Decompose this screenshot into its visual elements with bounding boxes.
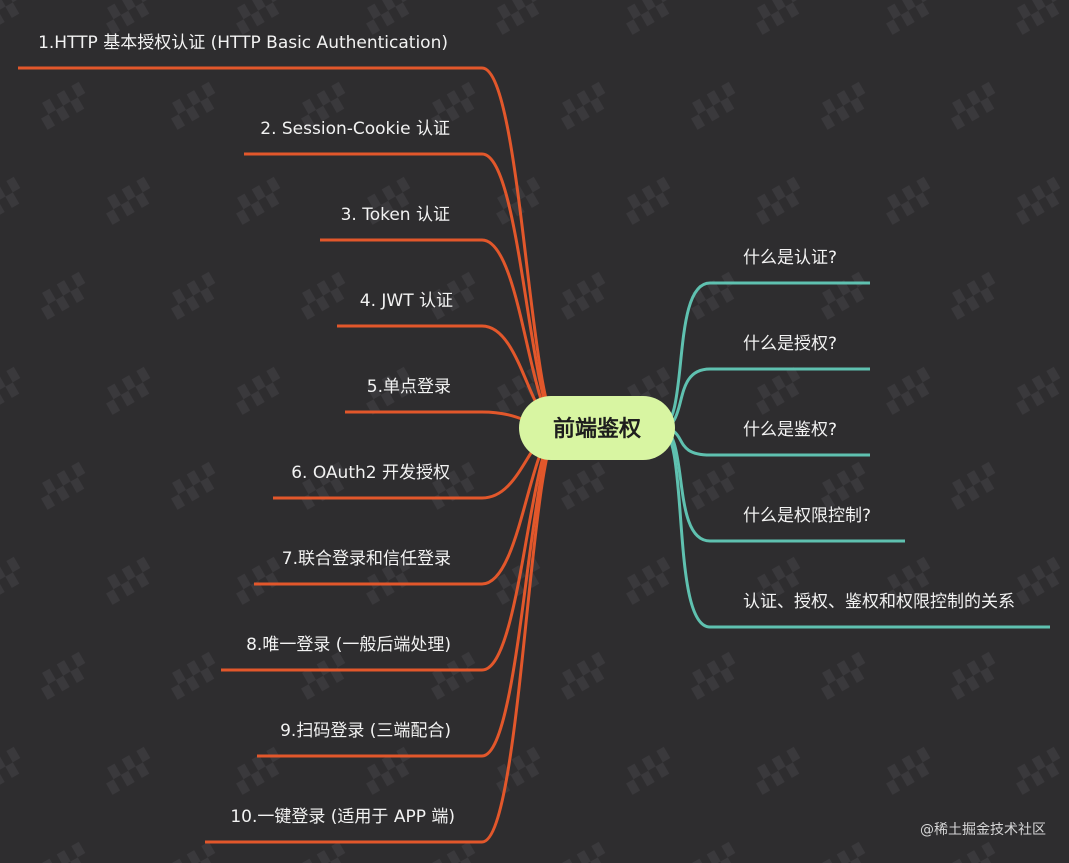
background-pattern-mark: ▞▞▞ (0, 556, 28, 606)
background-pattern-mark: ▞▞▞ (99, 366, 158, 416)
right-branch-lines (659, 281, 1050, 629)
background-pattern-mark: ▞▞▞ (164, 271, 223, 321)
right-branch-label[interactable]: 认证、授权、鉴权和权限控制的关系 (743, 592, 1015, 612)
background-pattern-mark: ▞▞▞ (229, 0, 288, 36)
background-pattern-mark: ▞▞▞ (229, 366, 288, 416)
background-pattern-mark: ▞▞▞ (424, 651, 483, 701)
background-pattern-mark: ▞▞▞ (619, 176, 678, 226)
background-pattern-mark: ▞▞▞ (619, 746, 678, 796)
background-pattern-mark: ▞▞▞ (99, 746, 158, 796)
right-branch-label[interactable]: 什么是授权? (743, 334, 837, 354)
background-pattern-mark: ▞▞▞ (164, 651, 223, 701)
right-branch-nodes: 什么是认证? 什么是授权? 什么是鉴权? 什么是权限控制? 认证、授权、鉴权和权限控制的… (743, 248, 1015, 612)
watermark-text: @稀土掘金技术社区 (920, 822, 1046, 838)
left-branch-label[interactable]: 5.单点登录 (367, 377, 451, 397)
root-node-shape (519, 396, 675, 460)
background-pattern-mark: ▞▞▞ (489, 0, 548, 36)
background-pattern-mark: ▞▞▞ (879, 746, 938, 796)
background-pattern-mark: ▞▞▞ (34, 461, 93, 511)
background-pattern-mark: ▞▞▞ (814, 461, 873, 511)
root-node-label: 前端鉴权 (553, 416, 642, 442)
background-pattern-mark: ▞▞▞ (1009, 746, 1068, 796)
background-pattern-mark: ▞▞▞ (34, 81, 93, 131)
background-pattern-mark: ▞▞▞ (1009, 556, 1068, 606)
background-pattern-mark: ▞▞▞ (554, 81, 613, 131)
left-branch-label[interactable]: 9.扫码登录 (三端配合) (280, 721, 451, 741)
background-pattern-mark: ▞▞▞ (1009, 366, 1068, 416)
background-pattern-mark: ▞▞▞ (1009, 176, 1068, 226)
background-pattern-mark: ▞▞▞ (554, 461, 613, 511)
background-pattern-mark: ▞▞▞ (229, 176, 288, 226)
background-pattern-mark: ▞▞▞ (164, 461, 223, 511)
background-pattern-mark: ▞▞▞ (879, 176, 938, 226)
right-branch-label[interactable]: 什么是权限控制? (743, 506, 871, 526)
background-pattern-mark: ▞▞▞ (944, 81, 1003, 131)
background-pattern-mark: ▞▞▞ (619, 556, 678, 606)
background-pattern-mark: ▞▞▞ (684, 841, 743, 863)
background-pattern-mark: ▞▞▞ (34, 651, 93, 701)
left-branch-label[interactable]: 1.HTTP 基本授权认证 (HTTP Basic Authentication… (38, 33, 448, 53)
left-branch-label[interactable]: 3. Token 认证 (341, 205, 450, 225)
background-pattern-mark: ▞▞▞ (944, 651, 1003, 701)
background-pattern-mark: ▞▞▞ (684, 461, 743, 511)
background-pattern-mark: ▞▞▞ (424, 841, 483, 863)
background-pattern-mark: ▞▞▞ (879, 0, 938, 36)
background-pattern-mark: ▞▞▞ (294, 271, 353, 321)
background-pattern-mark: ▞▞▞ (359, 746, 418, 796)
background-pattern-mark: ▞▞▞ (554, 271, 613, 321)
background-pattern-mark: ▞▞▞ (229, 556, 288, 606)
background-pattern-mark: ▞▞▞ (229, 746, 288, 796)
background-pattern-mark: ▞▞▞ (359, 0, 418, 36)
background-pattern-mark: ▞▞▞ (489, 746, 548, 796)
background-pattern-mark: ▞▞▞ (0, 176, 28, 226)
left-branch-label[interactable]: 6. OAuth2 开发授权 (291, 463, 450, 483)
left-branch-label[interactable]: 7.联合登录和信任登录 (282, 549, 451, 569)
background-pattern-mark: ▞▞▞ (0, 746, 28, 796)
background-pattern-mark: ▞▞▞ (99, 176, 158, 226)
background-pattern-mark: ▞▞▞ (944, 461, 1003, 511)
background-pattern-mark: ▞▞▞ (684, 651, 743, 701)
background-pattern-mark: ▞▞▞ (749, 176, 808, 226)
background-pattern-mark: ▞▞▞ (99, 556, 158, 606)
background-pattern-mark: ▞▞▞ (944, 841, 1003, 863)
root-node[interactable]: 前端鉴权 (519, 396, 675, 460)
background-pattern-mark: ▞▞▞ (814, 841, 873, 863)
left-branch-label[interactable]: 10.一键登录 (适用于 APP 端) (230, 807, 455, 827)
background-pattern-mark: ▞▞▞ (294, 651, 353, 701)
background-pattern-mark: ▞▞▞ (294, 841, 353, 863)
background-pattern-mark: ▞▞▞ (814, 271, 873, 321)
background-pattern-mark: ▞▞▞ (164, 841, 223, 863)
background-pattern-mark: ▞▞▞ (749, 0, 808, 36)
background-pattern-mark: ▞▞▞ (684, 81, 743, 131)
left-branch-label[interactable]: 4. JWT 认证 (360, 291, 453, 311)
right-branch-label[interactable]: 什么是认证? (743, 248, 837, 268)
left-branch-nodes: 1.HTTP 基本授权认证 (HTTP Basic Authentication… (38, 33, 455, 827)
background-pattern-mark: ▞▞▞ (814, 81, 873, 131)
background-pattern-mark: ▞▞▞ (34, 271, 93, 321)
left-branch-label[interactable]: 8.唯一登录 (一般后端处理) (246, 635, 451, 655)
background-pattern-mark: ▞▞▞ (554, 841, 613, 863)
background-pattern-mark: ▞▞▞ (0, 366, 28, 416)
right-branch-label[interactable]: 什么是鉴权? (743, 420, 837, 440)
background-pattern-mark: ▞▞▞ (99, 0, 158, 36)
background-pattern-mark: ▞▞▞ (164, 81, 223, 131)
left-branch-label[interactable]: 2. Session-Cookie 认证 (260, 119, 450, 139)
background-pattern-mark: ▞▞▞ (944, 271, 1003, 321)
background-pattern-mark: ▞▞▞ (749, 746, 808, 796)
background-pattern-mark: ▞▞▞ (0, 0, 28, 36)
background-pattern-mark: ▞▞▞ (619, 0, 678, 36)
background-pattern-mark: ▞▞▞ (814, 651, 873, 701)
background-pattern-mark: ▞▞▞ (34, 841, 93, 863)
background-pattern-mark: ▞▞▞ (554, 651, 613, 701)
background-pattern-mark: ▞▞▞ (1009, 0, 1068, 36)
background-pattern-mark: ▞▞▞ (879, 366, 938, 416)
background-pattern-mark: ▞▞▞ (749, 366, 808, 416)
